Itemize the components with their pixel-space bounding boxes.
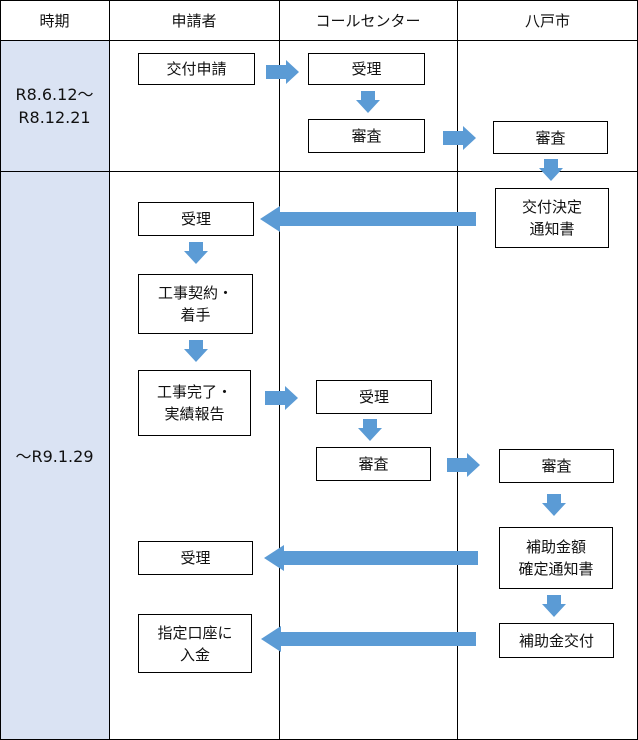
grid-line-header — [0, 40, 638, 41]
grid-line-col1 — [109, 0, 110, 740]
arrow-completion-to-cc — [265, 386, 298, 410]
arrow-apply-to-cc — [266, 60, 299, 84]
arrow-amount-notice-to-applicant — [264, 545, 478, 571]
box-applicant-deposit: 指定口座に 入金 — [138, 614, 252, 673]
period-first: R8.6.12～ R8.12.21 — [0, 41, 109, 171]
box-city-decision: 交付決定 通知書 — [495, 188, 609, 248]
arrow-cc-receive-to-review-2 — [358, 419, 382, 441]
arrow-payment-to-applicant — [261, 626, 476, 652]
arrow-cc-receive-to-review-1 — [356, 91, 380, 113]
arrow-contract-to-completion — [184, 340, 208, 362]
box-cc-review-2: 審査 — [316, 447, 431, 481]
box-applicant-apply: 交付申請 — [138, 53, 255, 85]
grid-line-col2 — [279, 0, 280, 740]
box-city-review-2: 審査 — [499, 449, 614, 483]
header-period: 時期 — [39, 11, 70, 30]
arrow-city-review-to-amount — [542, 494, 566, 516]
box-city-payment: 補助金交付 — [499, 623, 614, 658]
box-cc-review-1: 審査 — [308, 119, 425, 153]
box-applicant-completion: 工事完了・ 実績報告 — [138, 370, 251, 436]
arrow-decision-to-applicant — [260, 206, 476, 232]
grid-line-col3 — [457, 0, 458, 740]
arrow-amount-to-payment — [542, 595, 566, 617]
arrow-city-review-to-decision — [539, 159, 563, 181]
box-applicant-contract: 工事契約・ 着手 — [138, 274, 253, 334]
box-city-amount-notice: 補助金額 確定通知書 — [499, 527, 613, 589]
arrow-cc-review-2-to-city — [447, 453, 480, 477]
box-city-review-1: 審査 — [493, 121, 608, 154]
box-applicant-receive-2: 受理 — [138, 541, 253, 575]
header-city: 八戸市 — [524, 11, 570, 30]
box-applicant-receive-1: 受理 — [138, 202, 254, 236]
arrow-receive-to-contract — [184, 242, 208, 264]
period-second: ～R9.1.29 — [0, 172, 109, 740]
box-cc-receive-2: 受理 — [316, 380, 432, 414]
header-call-center: コールセンター — [315, 11, 421, 30]
grid-line-top — [0, 0, 638, 1]
header-applicant: 申請者 — [171, 11, 217, 30]
grid-line-row — [0, 171, 638, 172]
arrow-cc-review-to-city — [443, 126, 476, 150]
grid-line-left — [0, 0, 1, 740]
box-cc-receive-1: 受理 — [308, 53, 425, 85]
